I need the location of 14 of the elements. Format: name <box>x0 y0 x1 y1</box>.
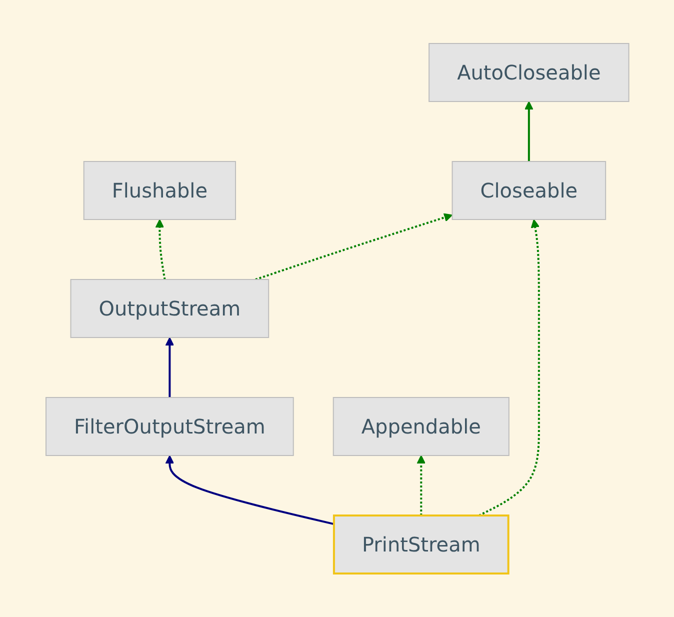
arrow <box>164 337 174 398</box>
node-box: PrintStream <box>332 514 509 574</box>
node-box: Flushable <box>82 161 236 220</box>
node-box: Appendable <box>332 397 510 456</box>
arrow <box>478 219 540 516</box>
node-box: AutoCloseable <box>428 43 629 102</box>
arrow <box>254 213 452 280</box>
arrow <box>524 101 533 162</box>
node-box: Closeable <box>451 161 606 220</box>
node-box: OutputStream <box>70 279 269 338</box>
arrow <box>154 219 166 280</box>
arrow <box>164 455 334 526</box>
arrow <box>416 455 426 516</box>
node-box: FilterOutputStream <box>45 397 294 456</box>
